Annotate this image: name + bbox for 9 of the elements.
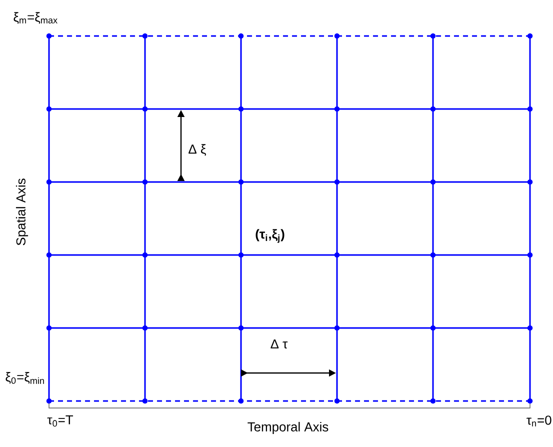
axis-label: Spatial Axis (14, 177, 30, 247)
boundary-label: ξ$_{0}$=ξ$_{min}$ (4, 371, 46, 385)
boundary-label: τ$_{n}$=0 (525, 414, 553, 428)
axis-label: Temporal Axis (246, 420, 330, 436)
boundary-label: τ$_{0}$=T (46, 414, 74, 428)
boundary-label: ξ$_{m}$=ξ$_{max}$ (12, 11, 60, 25)
grid-point-label: (τ$_{i}$,ξ$_{j}$) (254, 228, 286, 244)
dimension-label: Δ τ (269, 338, 289, 350)
dimension-label: Δ ξ (187, 143, 208, 157)
